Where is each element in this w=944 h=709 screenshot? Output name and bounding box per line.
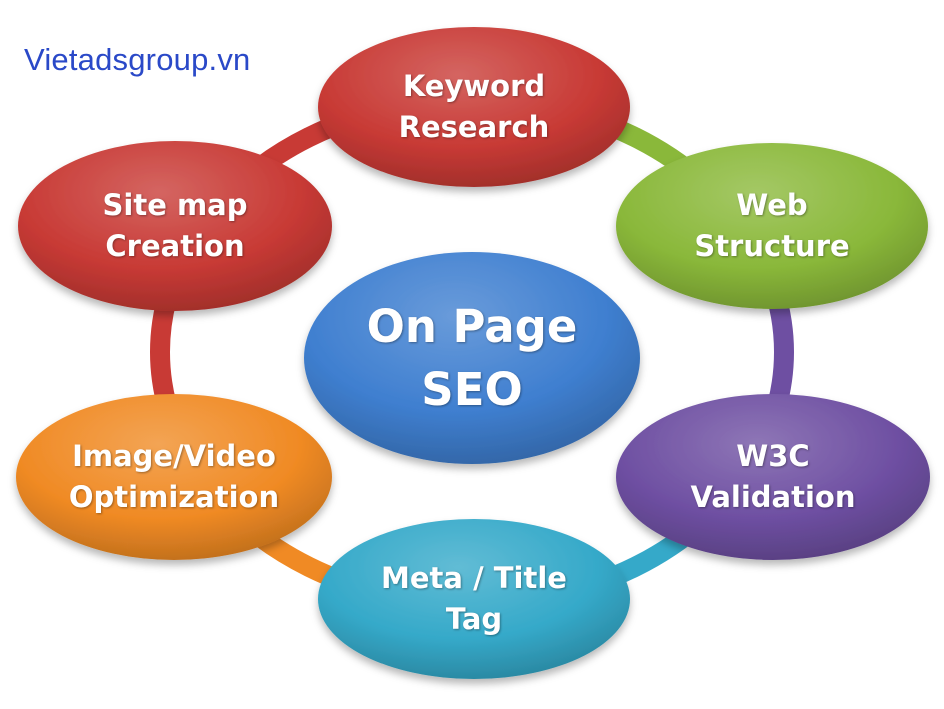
meta-title-tag-ellipse (318, 519, 630, 679)
w3c-validation-ellipse (616, 394, 930, 560)
keyword-research-ellipse (318, 27, 630, 187)
site-map-creation-ellipse (18, 141, 332, 311)
web-structure-ellipse (616, 143, 928, 309)
image-video-optimization-ellipse (16, 394, 332, 560)
center-ellipse (304, 252, 640, 464)
watermark-text: Vietadsgroup.vn (24, 42, 251, 77)
